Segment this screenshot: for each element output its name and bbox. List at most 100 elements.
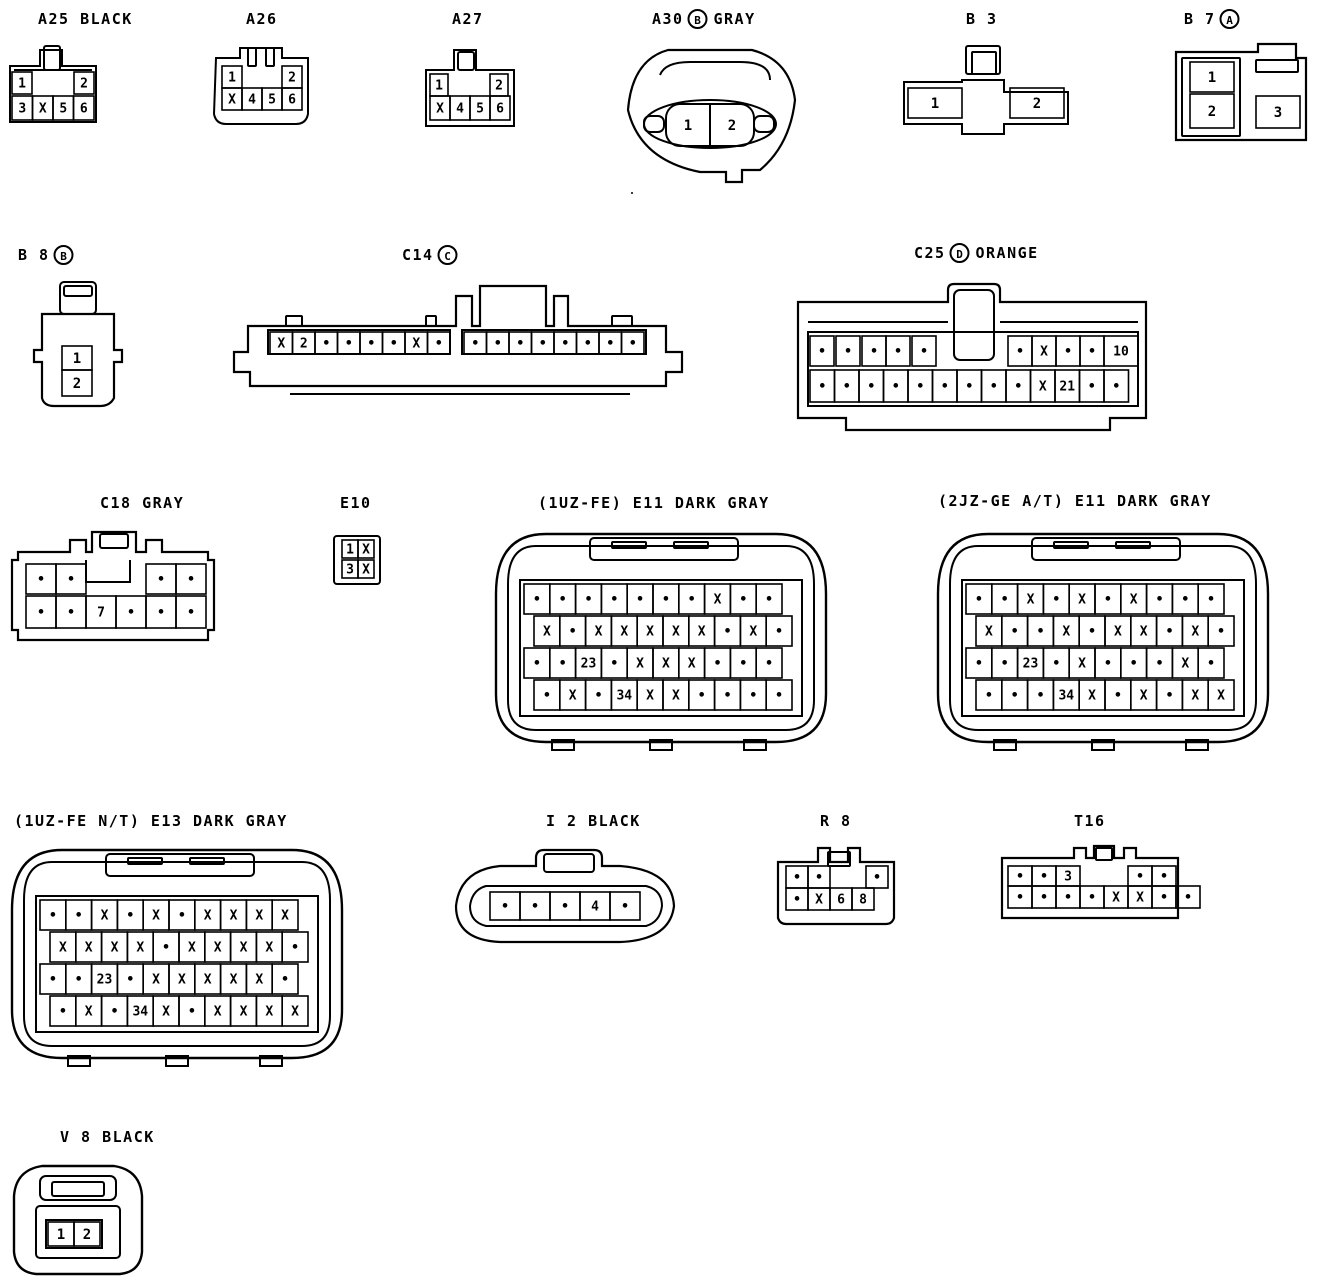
pin-cell: X [219,899,248,931]
pin-blank: X [1217,689,1225,704]
pin-dot: • [920,345,928,360]
pin-cell: 4 [449,95,471,121]
pin-dot: • [516,337,524,352]
connector-label-e11b: (2JZ-GE A/T) E11 DARK GRAY [938,492,1210,510]
pin-cell: • [858,369,885,403]
pin-cell: 23 [90,963,119,995]
outline [611,541,647,549]
outline [468,885,664,927]
pin-cell: X [1068,583,1096,615]
pin-dot: • [49,909,57,924]
pin-cell: X [662,615,690,647]
pin-cell: • [175,595,207,629]
outline [1185,739,1209,751]
pin-dot: • [894,345,902,360]
pin-cell-box [72,95,95,121]
pin-cell: X [168,963,196,995]
pin-cell: • [1155,615,1184,647]
pin-cell: • [885,335,911,367]
pin-number: 34 [132,1005,148,1020]
pin-blank: X [228,93,236,108]
connector-label: A25 BLACK [38,10,133,28]
pin-dot: • [75,909,83,924]
pin-cell: X [142,963,170,995]
connector-label: T16 [1074,812,1106,830]
pin-cell: 1 [61,345,93,371]
pin-cell: • [1175,885,1201,909]
pin-number: 5 [476,102,484,117]
pin-cell: 23 [1016,647,1045,679]
pin-cell: X [584,615,613,647]
pin-cell: • [1026,615,1055,647]
pin-blank: X [1062,625,1070,640]
pin-cell: • [907,369,934,403]
pin-number: 7 [97,606,105,621]
outline [551,739,575,751]
pin-blank: X [646,625,654,640]
pin-cell: • [1145,583,1174,615]
pin-dot: • [724,625,732,640]
pin-cell: 1 [907,87,963,119]
connector-label-t16: T16 [1074,812,1106,830]
pin-cell: • [1103,369,1130,403]
pin-cell-box [851,887,875,911]
pin-cell: • [55,595,87,629]
pin-cell: • [1055,335,1081,367]
pin-dot: • [975,657,983,672]
pin-dot: • [765,657,773,672]
pin-dot: • [1064,891,1072,906]
pin-dot: • [1136,870,1144,885]
pin-cell: X [31,95,54,121]
pin-dot: • [595,689,603,704]
pin-cell-box [755,583,783,615]
pin-blank: X [85,1005,93,1020]
pin-number: 23 [1023,657,1039,672]
pin-dot: • [606,337,614,352]
badge-circle [949,243,970,263]
pin-blank: X [85,941,93,956]
outline [1115,541,1151,549]
pin-dot: • [1040,870,1048,885]
pin-cell: X [1130,679,1158,711]
pin-dot: • [559,657,567,672]
pin-number: 2 [1033,96,1041,112]
outline [63,285,93,297]
pin-cell: 4 [579,891,611,921]
pin-cell: • [809,369,836,403]
connector-label-a25: A25 BLACK [38,10,133,28]
outline [267,329,451,355]
pin-blank: X [1027,593,1035,608]
pin-cell: X [194,899,222,931]
pin-cell-box [1103,369,1130,403]
pin-dot: • [941,380,949,395]
pin-cell: X [1031,335,1057,367]
outline [494,532,828,744]
pin-blank: X [1039,380,1047,395]
pin-cell: • [1055,885,1081,909]
pin-blank: X [1114,625,1122,640]
pin-cell: X [229,995,258,1027]
pin-cell-box [911,335,937,367]
pin-cell: • [1007,885,1033,909]
pin-dot: • [892,380,900,395]
pin-cell: X [126,931,155,963]
outline [1174,42,1308,142]
pin-dot: • [1040,891,1048,906]
pin-cell: 4 [241,87,263,111]
pin-cell: • [931,369,958,403]
pin-cell: • [1079,335,1105,367]
pin-cell: • [1007,335,1033,367]
pin-number: 1 [57,1227,65,1243]
pin-cell: • [271,963,299,995]
pin-blank: X [59,941,67,956]
outline [425,315,437,327]
pin-cell: 2 [281,65,303,89]
outline [232,284,684,388]
pin-number: 34 [616,689,632,704]
pin-blank: X [255,973,263,988]
outline [519,579,803,717]
